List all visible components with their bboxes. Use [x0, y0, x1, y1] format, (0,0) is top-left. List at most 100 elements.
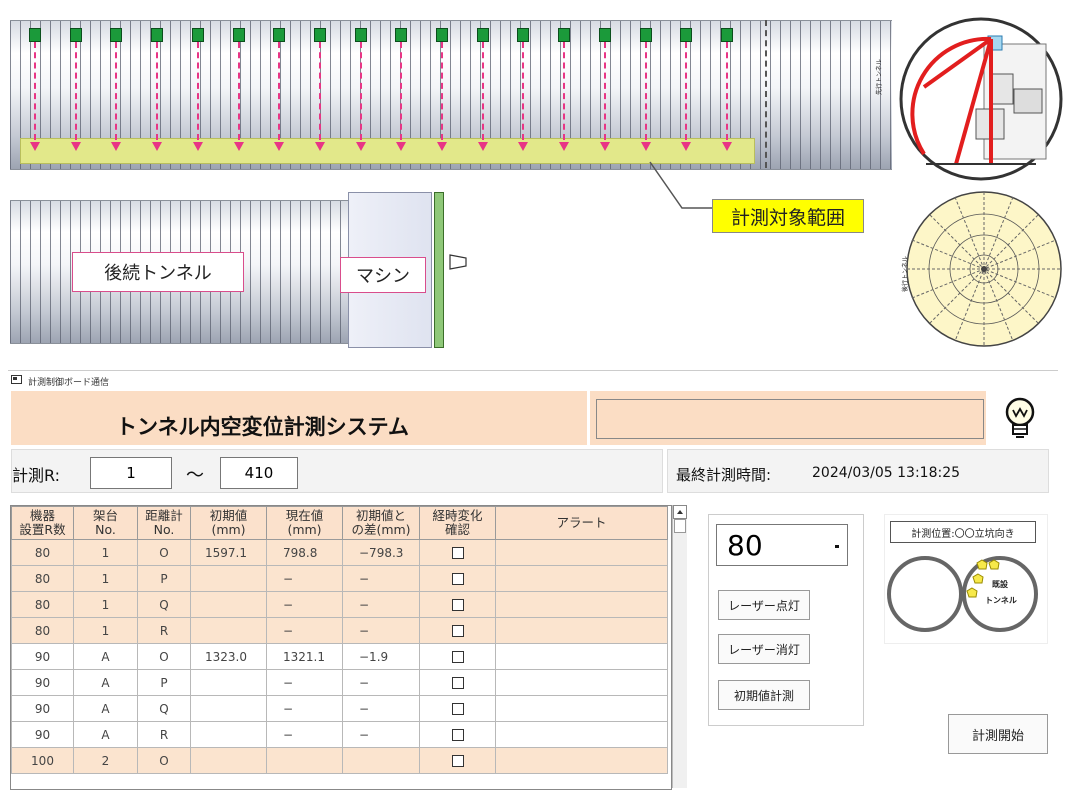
range-to-input[interactable]: 410	[220, 457, 298, 489]
laser-arrow-icon	[111, 142, 121, 151]
laser-line	[156, 42, 158, 140]
table-scrollbar[interactable]	[672, 505, 687, 788]
cell-init	[190, 591, 267, 618]
measurement-table: 機器 設置R数架台 No.距離計 No.初期値 (mm)現在値 (mm)初期値と…	[11, 506, 668, 774]
laser-line	[400, 42, 402, 140]
change-check-cell[interactable]	[419, 747, 496, 774]
laser-line	[726, 42, 728, 140]
laser-line	[197, 42, 199, 140]
laser-arrow-icon	[315, 142, 325, 151]
cell-cur: −	[266, 617, 343, 644]
header-bar	[11, 391, 587, 445]
cell-meter: O	[137, 643, 191, 670]
sensor-box	[477, 28, 489, 42]
change-checkbox[interactable]	[451, 703, 464, 715]
side-label-top: 先行トンネル	[876, 59, 883, 95]
laser-arrow-icon	[71, 142, 81, 151]
scroll-up-icon[interactable]	[673, 505, 687, 519]
change-checkbox[interactable]	[451, 729, 464, 741]
change-check-cell[interactable]	[419, 695, 496, 722]
cell-r: 80	[11, 591, 74, 618]
start-measure-button[interactable]: 計測開始	[948, 714, 1048, 754]
ring-select[interactable]: 80	[716, 524, 848, 566]
cell-alert	[495, 747, 668, 774]
laser-line	[278, 42, 280, 140]
table-header-row: 機器 設置R数架台 No.距離計 No.初期値 (mm)現在値 (mm)初期値と…	[11, 506, 668, 540]
sensor-box	[273, 28, 285, 42]
laser-line	[482, 42, 484, 140]
laser-arrow-icon	[152, 142, 162, 151]
sensor-box	[721, 28, 733, 42]
cell-init	[190, 565, 267, 592]
cell-meter: Q	[137, 591, 191, 618]
machine-label: マシン	[340, 257, 426, 293]
app-title: トンネル内空変位計測システム	[116, 415, 409, 439]
change-check-cell[interactable]	[419, 669, 496, 696]
cell-init: 1597.1	[190, 539, 267, 566]
existing-tunnel-circle-icon	[962, 556, 1038, 632]
laser-on-button[interactable]: レーザー点灯	[718, 590, 810, 620]
change-checkbox[interactable]	[451, 547, 464, 559]
laser-off-button[interactable]: レーザー消灯	[718, 634, 810, 664]
app-window: 計測制御ボード通信 トンネル内空変位計測システム 計測R: 1 ～ 410 最終…	[8, 370, 1058, 790]
cell-meter: P	[137, 669, 191, 696]
change-check-cell[interactable]	[419, 721, 496, 748]
cell-stand: 1	[73, 565, 138, 592]
sensor-box	[355, 28, 367, 42]
cell-stand: 2	[73, 747, 138, 774]
laser-arrow-icon	[722, 142, 732, 151]
cell-stand: A	[73, 721, 138, 748]
cell-init	[190, 747, 267, 774]
chevron-down-icon[interactable]	[831, 539, 843, 551]
laser-line	[75, 42, 77, 140]
initial-measure-button[interactable]: 初期値計測	[718, 680, 810, 710]
change-checkbox[interactable]	[451, 755, 464, 767]
cell-r: 90	[11, 643, 74, 670]
laser-arrow-icon	[274, 142, 284, 151]
cutter-face-icon	[906, 191, 1062, 347]
measurement-table-wrap: 機器 設置R数架台 No.距離計 No.初期値 (mm)現在値 (mm)初期値と…	[10, 505, 672, 790]
window-titlebar[interactable]: 計測制御ボード通信	[8, 371, 1058, 389]
cell-cur: −	[266, 565, 343, 592]
change-check-cell[interactable]	[419, 591, 496, 618]
cell-diff: −	[342, 565, 420, 592]
change-check-cell[interactable]	[419, 617, 496, 644]
last-measure-label: 最終計測時間:	[676, 466, 772, 484]
change-check-cell[interactable]	[419, 643, 496, 670]
range-from-input[interactable]: 1	[90, 457, 172, 489]
table-header-cell: 距離計 No.	[137, 506, 191, 540]
cell-stand: A	[73, 643, 138, 670]
change-checkbox[interactable]	[451, 625, 464, 637]
laser-line	[319, 42, 321, 140]
scroll-thumb[interactable]	[674, 519, 686, 533]
change-checkbox[interactable]	[451, 677, 464, 689]
laser-line	[685, 42, 687, 140]
sensor-box	[436, 28, 448, 42]
cell-stand: 1	[73, 539, 138, 566]
change-checkbox[interactable]	[451, 599, 464, 611]
change-check-cell[interactable]	[419, 565, 496, 592]
table-header-cell: 機器 設置R数	[11, 506, 74, 540]
cell-init	[190, 617, 267, 644]
tunnel-dashed-end	[765, 20, 767, 168]
cell-r: 80	[11, 539, 74, 566]
change-check-cell[interactable]	[419, 539, 496, 566]
sensor-box	[599, 28, 611, 42]
existing-tunnel-label-2: トンネル	[985, 596, 1017, 605]
laser-arrow-icon	[193, 142, 203, 151]
laser-arrow-icon	[234, 142, 244, 151]
change-checkbox[interactable]	[451, 651, 464, 663]
change-checkbox[interactable]	[451, 573, 464, 585]
lightbulb-icon[interactable]	[1002, 393, 1038, 443]
cell-diff: −	[342, 721, 420, 748]
